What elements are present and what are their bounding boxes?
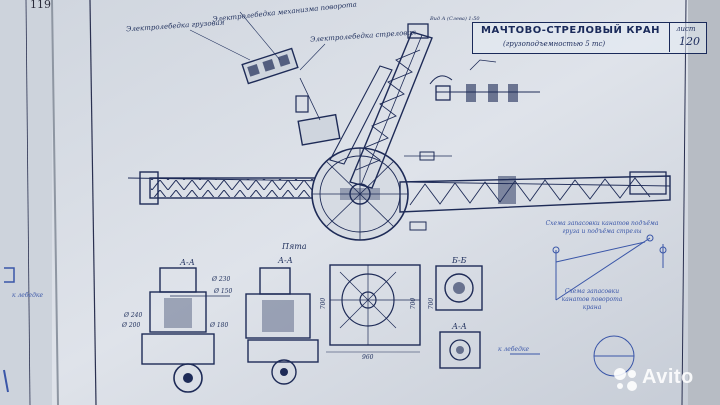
dim-d150: Ø 150 <box>214 288 233 295</box>
leader-lines <box>189 11 326 71</box>
dim-width-960: 960 <box>362 354 374 361</box>
dim-height-700: 700 <box>320 297 328 310</box>
dim-width-700: 700 <box>428 297 436 310</box>
horizontal-boom-right <box>399 171 671 213</box>
section-heel-label: Пята <box>282 242 307 251</box>
slewing-wheel <box>311 147 409 241</box>
note-to-winch-2: к лебедке <box>12 292 44 299</box>
note-hoist-scheme: Схема запасовки канатов подъёма груза и … <box>545 220 659 235</box>
dim-d240: Ø 240 <box>124 312 143 319</box>
title-block: МАЧТОВО-СТРЕЛОВЫЙ КРАН (грузоподъемность… <box>472 22 707 54</box>
drawing-title: МАЧТОВО-СТРЕЛОВЫЙ КРАН <box>481 25 660 36</box>
dim-d180: Ø 180 <box>210 322 229 329</box>
dim-d200: Ø 200 <box>122 322 141 329</box>
drawing-subtitle: (грузоподъемностью 5 тс) <box>503 40 606 48</box>
hook-detail <box>404 151 452 231</box>
dim-height-700b: 700 <box>410 297 418 310</box>
page-fold <box>51 0 59 405</box>
previous-page <box>0 0 52 405</box>
section-aa-small <box>439 331 481 369</box>
rope-scheme-blue <box>510 234 667 377</box>
sheet-label: лист <box>676 25 696 33</box>
section-bb-drawing <box>435 265 483 311</box>
avito-logo-icon <box>614 368 637 391</box>
page-number: 119 <box>30 0 51 11</box>
section-aa-label-2: А-А <box>278 256 293 265</box>
rope-pulley-detail <box>429 59 540 102</box>
sheet-number: 120 <box>679 35 700 48</box>
section-aa-label-3: А-А <box>452 322 467 331</box>
avito-brand: Avito <box>642 366 694 388</box>
section-bb-label: Б-Б <box>452 256 467 265</box>
inclined-boom <box>349 23 433 189</box>
note-rotation-scheme: Схема запасовки канатов поворота крана <box>561 288 623 311</box>
section-aa-label-1: А-А <box>180 258 195 267</box>
note-to-winch-1: к лебедке <box>498 346 530 353</box>
mast <box>329 65 393 165</box>
heel-assembly-drawing <box>141 267 230 393</box>
right-page-edge <box>688 0 720 405</box>
section-aa-drawing <box>245 267 319 385</box>
sheet-number-cell: лист 120 <box>669 22 706 52</box>
scale-note: Вид А (Слева) 1:50 <box>430 16 480 22</box>
section-aa-plan <box>326 264 421 353</box>
winch-group-drawings <box>241 47 341 146</box>
avito-watermark: Avito <box>612 364 716 396</box>
dim-d230: Ø 230 <box>212 276 231 283</box>
